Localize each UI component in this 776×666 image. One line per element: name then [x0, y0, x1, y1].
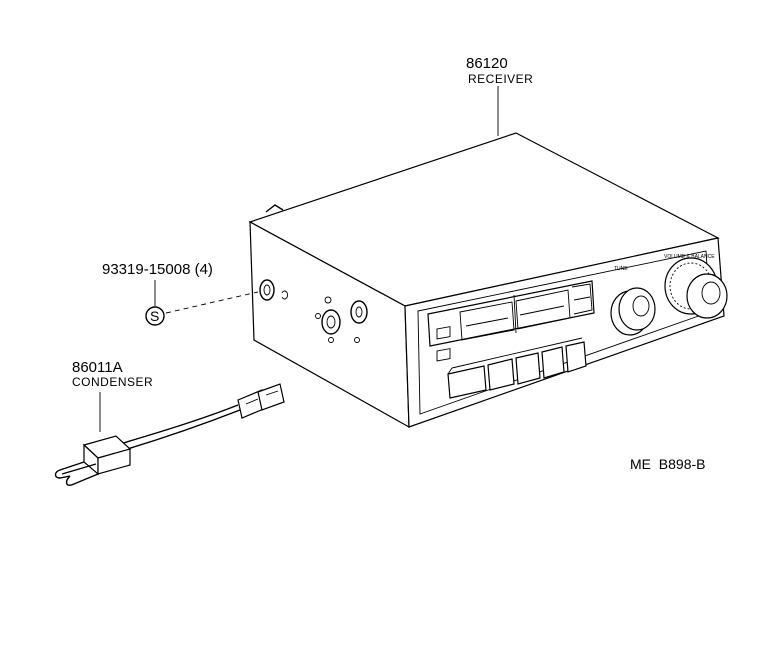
receiver-part-number: 86120 — [466, 55, 508, 72]
preset-button — [565, 341, 587, 373]
preset-buttons — [447, 337, 587, 399]
tune-knob-label: TUNE — [614, 266, 628, 272]
preset-button — [447, 365, 487, 399]
volume-knob-label: VOLUME & BALANCE — [664, 254, 715, 260]
preset-button — [515, 352, 541, 385]
condenser-wire — [119, 404, 239, 445]
condenser-unit — [54, 383, 285, 486]
volume-knob — [664, 257, 728, 319]
receiver-part-name: RECEIVER — [468, 72, 533, 86]
diagram-code: ME B898-B — [630, 456, 705, 472]
screw-part-number: 93319-15008 (4) — [102, 261, 213, 278]
tuning-display — [427, 280, 595, 347]
screw-symbol-circle — [145, 306, 165, 326]
screw-hole — [259, 279, 275, 301]
antenna-jack — [321, 309, 341, 335]
screw-install-line — [165, 291, 259, 314]
indicator-lamp — [436, 348, 451, 362]
mounting-bracket — [54, 461, 97, 479]
condenser-part-number: 86011A — [72, 359, 123, 376]
screw-symbol: S — [150, 308, 159, 324]
power-connector — [350, 300, 368, 324]
indicator-lamp — [436, 326, 451, 340]
condenser-part-name: CONDENSER — [72, 375, 153, 389]
preset-button — [541, 346, 565, 379]
tune-knob — [610, 287, 656, 336]
preset-button — [487, 358, 515, 391]
receiver-unit: TUNE VOLUME & BALANCE — [248, 132, 728, 429]
